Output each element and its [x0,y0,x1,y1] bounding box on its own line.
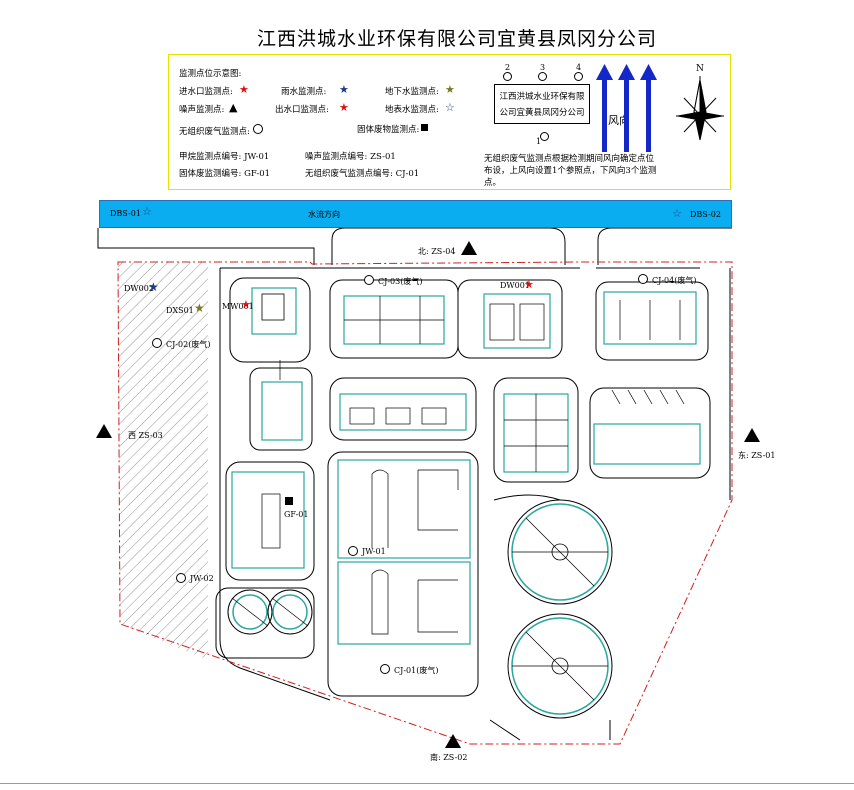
surface-water-star-icon: ☆ [142,205,152,218]
red-star-icon: ★ [239,83,249,96]
wind-point-1 [540,132,549,141]
legend-code-jw: 甲烷监测点编号: JW-01 [179,152,270,162]
noise-triangle-icon [461,241,477,255]
circle-icon [253,124,263,134]
mw001-label: MW001 [222,302,254,311]
dw002-label: DW002 [124,284,154,293]
point-label-4: 4 [576,63,582,72]
red-star-icon: ★ [339,101,349,114]
south-noise-label: 南: ZS-02 [430,753,468,762]
wind-point-4 [574,72,583,81]
point-label-1: 1 [536,137,542,146]
gas-circle-icon [364,275,374,285]
surface-water-star-icon: ☆ [672,207,682,220]
plant-box: 江西洪城水业环保有限 公司宜黄县凤冈分公司 [494,84,590,124]
dxs01-label: DXS01 [166,306,194,315]
hollow-star-icon: ☆ [445,101,455,114]
wind-point-2 [503,72,512,81]
gas-circle-icon [638,274,648,284]
dbs01-label: DBS-01 [110,209,141,218]
river-band [99,200,732,228]
east-noise-label: 东: ZS-01 [738,451,776,460]
legend-panel: 监测点位示意图: 进水口监测点: ★ 雨水监测点: ★ 地下水监测点: ★ 噪声… [168,54,731,190]
blue-star-icon: ★ [339,83,349,96]
west-noise-label: 西 ZS-03 [128,431,163,440]
point-label-2: 2 [505,63,511,72]
outlet-star-icon: ★ [524,278,534,291]
page-title: 江西洪城水业环保有限公司宜黄县凤冈分公司 [256,28,657,50]
jw-circle-icon [176,573,186,583]
noise-triangle-icon [445,734,461,748]
wind-note-1: 无组织废气监测点根据检测期间风向确定点位 [484,154,655,164]
legend-solid-label: 固体废物监测点: [357,125,420,135]
legend-gas-label: 无组织废气监测点: [179,127,250,137]
dbs02-label: DBS-02 [690,210,721,219]
point-label-3: 3 [540,63,546,72]
wind-point-3 [538,72,547,81]
gas-circle-icon [380,664,390,674]
site-boundary [117,261,733,745]
inlet-star-icon: ★ [241,298,251,311]
legend-outlet-label: 出水口监测点: [275,105,329,115]
wind-note-3: 点。 [484,178,502,188]
flow-label: 水流方向 [308,210,340,219]
triangle-icon: ▲ [229,101,238,114]
compass-icon [676,76,724,141]
jw-circle-icon [348,546,358,556]
cj04-label: CJ-04(废气) [652,276,697,285]
dw001-label: DW001 [500,281,530,290]
cj02-label: CJ-02(废气) [166,340,211,349]
square-icon [421,124,428,131]
noise-triangle-icon [744,428,760,442]
legend-groundwater-label: 地下水监测点: [385,87,439,97]
building-interiors [231,287,701,645]
plant-line-1: 江西洪城水业环保有限 [499,92,585,102]
legend-rain-label: 雨水监测点: [281,87,327,97]
wind-arrows [596,64,657,152]
legend-heading: 监测点位示意图: [179,69,242,79]
legend-code-zs: 噪声监测点编号: ZS-01 [305,152,396,162]
buildings [215,277,711,697]
solid-waste-square-icon [285,497,293,505]
plant-line-2: 公司宜黄县凤冈分公司 [499,108,585,118]
rain-star-icon: ★ [148,280,159,294]
bottom-divider [0,783,854,784]
cj01-label: CJ-01(废气) [394,666,439,675]
gf01-label: GF-01 [284,510,309,519]
roads [97,227,732,701]
north-label: N [696,64,704,74]
legend-code-gf: 固体废监测编号: GF-01 [179,169,271,179]
wind-note-2: 布设，上风向设置1个参照点，下风向3个监测 [484,166,657,176]
legend-surface-label: 地表水监测点: [385,105,439,115]
jw02-label: JW-02 [190,574,214,583]
hatched-zone [118,262,208,660]
building-details [261,296,685,635]
jw01-label: JW-01 [362,547,386,556]
gas-circle-icon [152,338,162,348]
north-noise-label: 北: ZS-04 [418,247,456,256]
olive-star-icon: ★ [445,83,455,96]
legend-noise-label: 噪声监测点: [179,105,225,115]
cj03-label: CJ-03(废气) [378,277,423,286]
noise-triangle-icon [96,424,112,438]
legend-inlet-label: 进水口监测点: [179,87,233,97]
groundwater-star-icon: ★ [194,301,205,315]
large-tanks [489,494,613,741]
legend-code-cj: 无组织废气监测点编号: CJ-01 [305,169,420,179]
small-tanks [227,589,313,635]
